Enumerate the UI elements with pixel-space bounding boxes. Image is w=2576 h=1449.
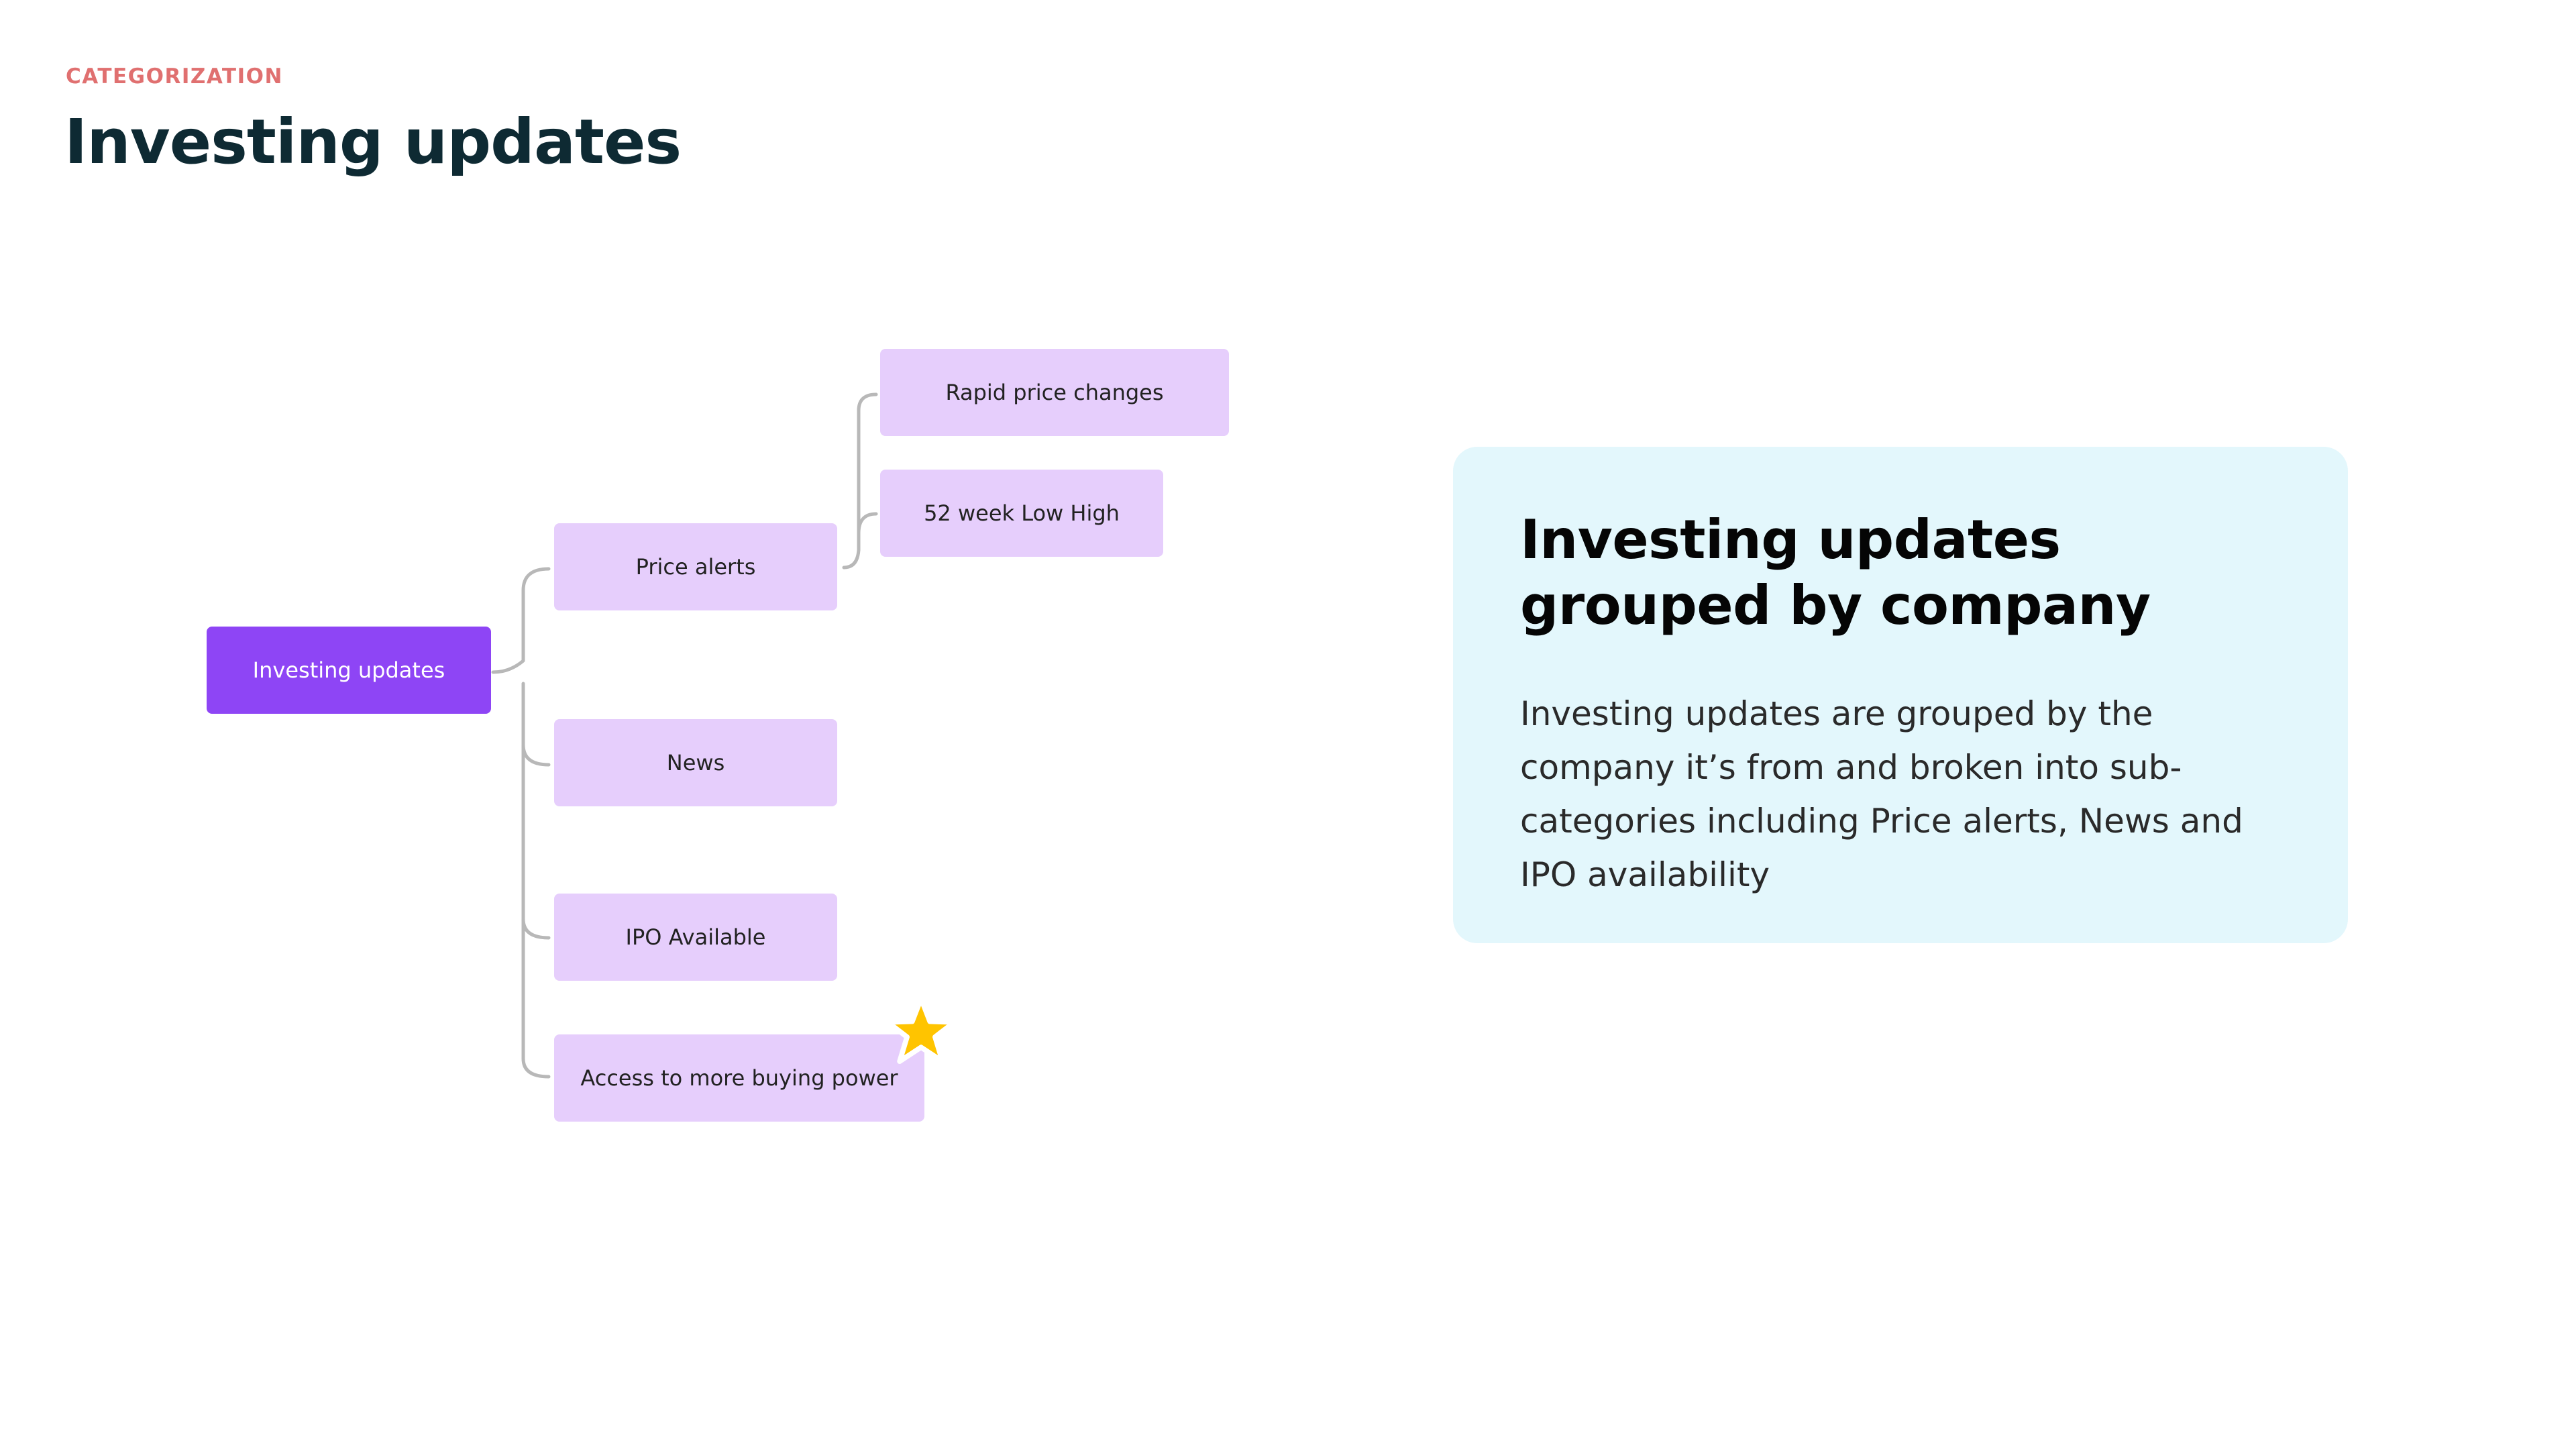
node-label: News — [666, 750, 725, 775]
node-label: Price alerts — [635, 554, 756, 580]
node-label: IPO Available — [625, 924, 766, 950]
page-title: Investing updates — [64, 106, 682, 178]
node-investing-updates: Investing updates — [207, 627, 491, 714]
info-card-heading: Investing updates grouped by company — [1520, 508, 2151, 637]
node-rapid-price-changes: Rapid price changes — [880, 349, 1229, 436]
connector-root-spine — [491, 567, 551, 1079]
node-label: Investing updates — [252, 657, 445, 683]
connector-price-alerts-spine — [842, 392, 878, 570]
star-icon — [885, 996, 957, 1064]
connector-ipo — [521, 917, 551, 940]
node-label: Access to more buying power — [580, 1065, 898, 1091]
node-label: 52 week Low High — [924, 500, 1120, 526]
info-card-body: Investing updates are grouped by the com… — [1520, 694, 2243, 894]
node-ipo-available: IPO Available — [554, 894, 837, 981]
node-access-to-more-buying-power: Access to more buying power — [554, 1034, 924, 1122]
connector-news — [521, 743, 551, 767]
node-52-week-low-high: 52 week Low High — [880, 470, 1163, 557]
node-price-alerts: Price alerts — [554, 523, 837, 610]
node-label: Rapid price changes — [945, 380, 1164, 405]
info-card: Investing updates grouped by company Inv… — [1453, 447, 2348, 943]
node-news: News — [554, 719, 837, 806]
section-eyebrow: CATEGORIZATION — [66, 64, 283, 89]
